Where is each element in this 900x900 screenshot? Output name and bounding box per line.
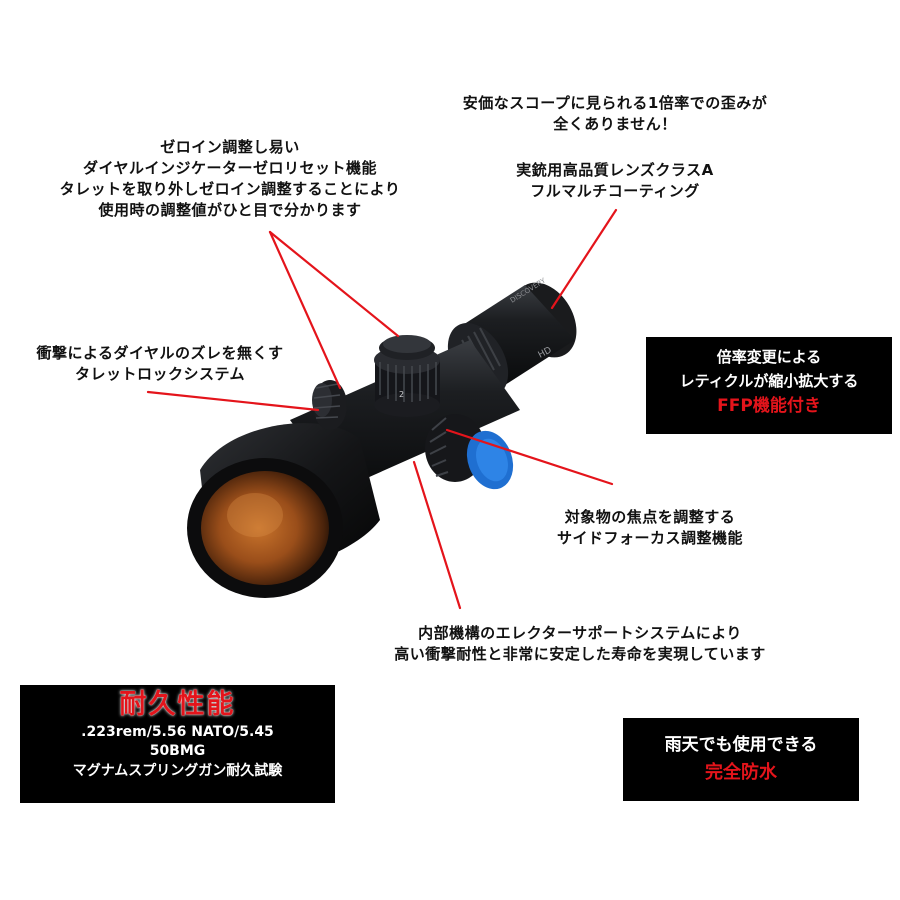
leader-zero-to-windage [268, 230, 342, 390]
ffp-highlight: FFP機能付き [717, 396, 821, 416]
elevation-turret: 2 [374, 335, 440, 417]
durability-title: 耐久性能 [119, 689, 236, 720]
callout-line: ゼロイン調整し易い [160, 138, 300, 156]
callout-line: 高い衝撃耐性と非常に安定した寿命を実現しています [394, 645, 766, 663]
ffp-feature-box: 倍率変更による レティクルが縮小拡大する FFP機能付き [646, 337, 892, 434]
callout-erector-support: 内部機構のエレクターサポートシステムにより 高い衝撃耐性と非常に安定した寿命を実… [345, 623, 815, 665]
callout-line: タレットを取り外しゼロイン調整することにより [59, 180, 401, 198]
ffp-line-2: レティクルが縮小拡大する [679, 372, 859, 390]
callout-side-focus: 対象物の焦点を調整する サイドフォーカス調整機能 [520, 507, 780, 549]
durability-box: 耐久性能 .223rem/5.56 NATO/5.45 50BMG マグナムスプ… [20, 685, 335, 803]
callout-zero-reset: ゼロイン調整し易い ダイヤルインジケーターゼロリセット機能 タレットを取り外しゼ… [40, 137, 420, 221]
callout-no-distortion: 安価なスコープに見られる1倍率での歪みが 全くありません！ [425, 93, 805, 135]
turret-number: 2 [399, 390, 404, 399]
callout-line: 衝撃によるダイヤルのズレを無くす [36, 344, 284, 362]
callout-line: 使用時の調整値がひと目で分かります [98, 201, 362, 219]
ffp-line-1: 倍率変更による [716, 348, 822, 366]
leader-zero-to-elevation [268, 230, 400, 338]
side-focus-knob [425, 414, 514, 490]
callout-turret-lock: 衝撃によるダイヤルのズレを無くす タレットロックシステム [10, 343, 310, 385]
leader-lens [550, 208, 618, 310]
waterproof-highlight: 完全防水 [705, 762, 777, 783]
callout-line: 内部機構のエレクターサポートシステムにより [418, 624, 742, 642]
leader-erector [412, 460, 462, 610]
callout-line: 対象物の焦点を調整する [564, 508, 736, 526]
durability-line-2: 50BMG [149, 743, 206, 759]
leader-focus [445, 428, 614, 486]
callout-line: 安価なスコープに見られる1倍率での歪みが [462, 94, 768, 112]
durability-line-3: マグナムスプリングガン耐久試験 [72, 763, 283, 779]
callout-line: サイドフォーカス調整機能 [556, 529, 743, 547]
waterproof-box: 雨天でも使用できる 完全防水 [623, 718, 859, 801]
durability-line-1: .223rem/5.56 NATO/5.45 [81, 724, 274, 740]
callout-line: 実銃用高品質レンズクラスA [516, 161, 714, 179]
waterproof-line-1: 雨天でも使用できる [664, 735, 818, 755]
callout-lens-quality: 実銃用高品質レンズクラスA フルマルチコーティング [470, 160, 760, 202]
callout-line: ダイヤルインジケーターゼロリセット機能 [82, 159, 378, 177]
windage-turret [312, 380, 347, 430]
callout-line: 全くありません！ [553, 115, 677, 133]
leader-lock [146, 390, 320, 412]
objective-bell [187, 423, 380, 598]
callout-line: タレットロックシステム [74, 365, 246, 383]
callout-line: フルマルチコーティング [530, 182, 700, 200]
